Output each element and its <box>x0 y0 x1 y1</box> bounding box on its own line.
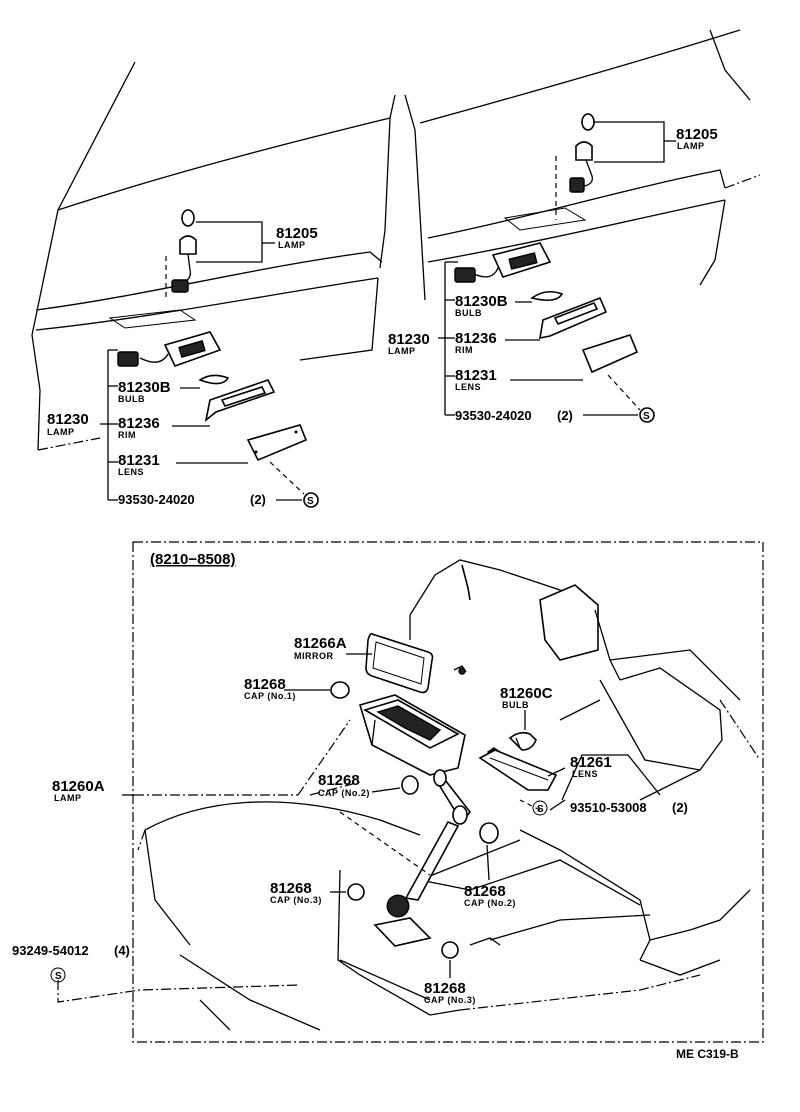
left-rim-name: RIM <box>118 430 136 440</box>
cap-no1-name: CAP (No.1) <box>244 691 296 701</box>
inset-leader-lines <box>57 653 661 1003</box>
inset-date-range: (8210−8508) <box>150 551 236 568</box>
inset-screw-pn: 93510-53008 <box>570 800 647 815</box>
right-rim-name: RIM <box>455 345 473 355</box>
seat-drawing <box>137 559 761 1031</box>
left-screw-qty: (2) <box>250 492 266 507</box>
cap-81268-no2-right-drawing <box>479 822 499 844</box>
left-lamp-81205-pn: 81205 <box>276 225 318 242</box>
right-lamp-81205-name: LAMP <box>677 141 705 151</box>
left-door-drawing <box>31 61 396 451</box>
right-lamp-81230-pn: 81230 <box>388 331 430 348</box>
cap-81268-no3-bottom-drawing <box>441 941 459 959</box>
mirror-81266a-drawing <box>365 633 467 694</box>
lens-81261-name: LENS <box>572 769 598 779</box>
mirror-name: MIRROR <box>294 651 334 661</box>
inset-box <box>132 541 764 1043</box>
right-lamp-81230-name: LAMP <box>388 346 416 356</box>
figure-code: ME C319-B <box>676 1047 739 1061</box>
cap-81268-no2-mid-drawing <box>401 775 419 795</box>
right-lens-name: LENS <box>455 382 481 392</box>
cap-81268-no1-drawing <box>330 681 350 699</box>
left-screw-symbol: S <box>307 496 314 507</box>
left-screw-pn: 93530-24020 <box>118 492 195 507</box>
outside-screw-pn: 93249-54012 <box>12 943 89 958</box>
cap-bottom-no3-name: CAP (No.3) <box>424 995 476 1005</box>
right-screw-qty: (2) <box>557 408 573 423</box>
right-door-drawing <box>404 29 761 301</box>
right-screw-pn: 93530-24020 <box>455 408 532 423</box>
right-lamp-81205-pn: 81205 <box>676 126 718 143</box>
left-lamp-81230-name: LAMP <box>47 427 75 437</box>
left-lamp-81205-drawing <box>165 209 275 300</box>
lens-81261-pn: 81261 <box>570 754 612 771</box>
cap-mid-no2-pn: 81268 <box>318 772 360 789</box>
left-lens-name: LENS <box>118 467 144 477</box>
cap-right-no2-name: CAP (No.2) <box>464 898 516 908</box>
cap-81268-no3-left-drawing <box>347 883 365 901</box>
lamp-81260a-pn: 81260A <box>52 778 105 795</box>
right-rim-pn: 81236 <box>455 330 497 347</box>
lamp-81260a-drawing <box>359 694 472 947</box>
inset-screw-qty: (2) <box>672 800 688 815</box>
right-lamp-81205-drawing <box>555 113 676 220</box>
right-screw-symbol: S <box>643 411 650 422</box>
cap-mid-no2-name: CAP (No.2) <box>318 788 370 798</box>
outside-screw-qty: (4) <box>114 943 130 958</box>
cap-right-no2-pn: 81268 <box>464 883 506 900</box>
bulb-81260c-name: BULB <box>502 700 529 710</box>
left-lamp-81230-pn: 81230 <box>47 411 89 428</box>
right-lamp-81230-drawing <box>454 242 655 423</box>
left-lamp-81205-name: LAMP <box>278 240 306 250</box>
cap-no1-pn: 81268 <box>244 676 286 693</box>
left-bulb-name: BULB <box>118 394 145 404</box>
right-lens-pn: 81231 <box>455 367 497 384</box>
inset-screw-symbol: S <box>537 804 544 815</box>
left-lens-pn: 81231 <box>118 452 160 469</box>
right-bulb-pn: 81230B <box>455 293 508 310</box>
outside-screw-symbol: S <box>55 971 62 982</box>
right-bracket-lines <box>438 261 638 416</box>
lamp-81260a-name: LAMP <box>54 793 82 803</box>
left-bracket-lines <box>100 349 302 501</box>
left-rim-pn: 81236 <box>118 415 160 432</box>
cap-bottom-no3-pn: 81268 <box>424 980 466 997</box>
mirror-pn: 81266A <box>294 635 347 652</box>
left-bulb-pn: 81230B <box>118 379 171 396</box>
bulb-81260c-pn: 81260C <box>500 685 553 702</box>
cap-left-no3-pn: 81268 <box>270 880 312 897</box>
cap-left-no3-name: CAP (No.3) <box>270 895 322 905</box>
right-bulb-name: BULB <box>455 308 482 318</box>
lens-81261-drawing <box>478 749 558 791</box>
